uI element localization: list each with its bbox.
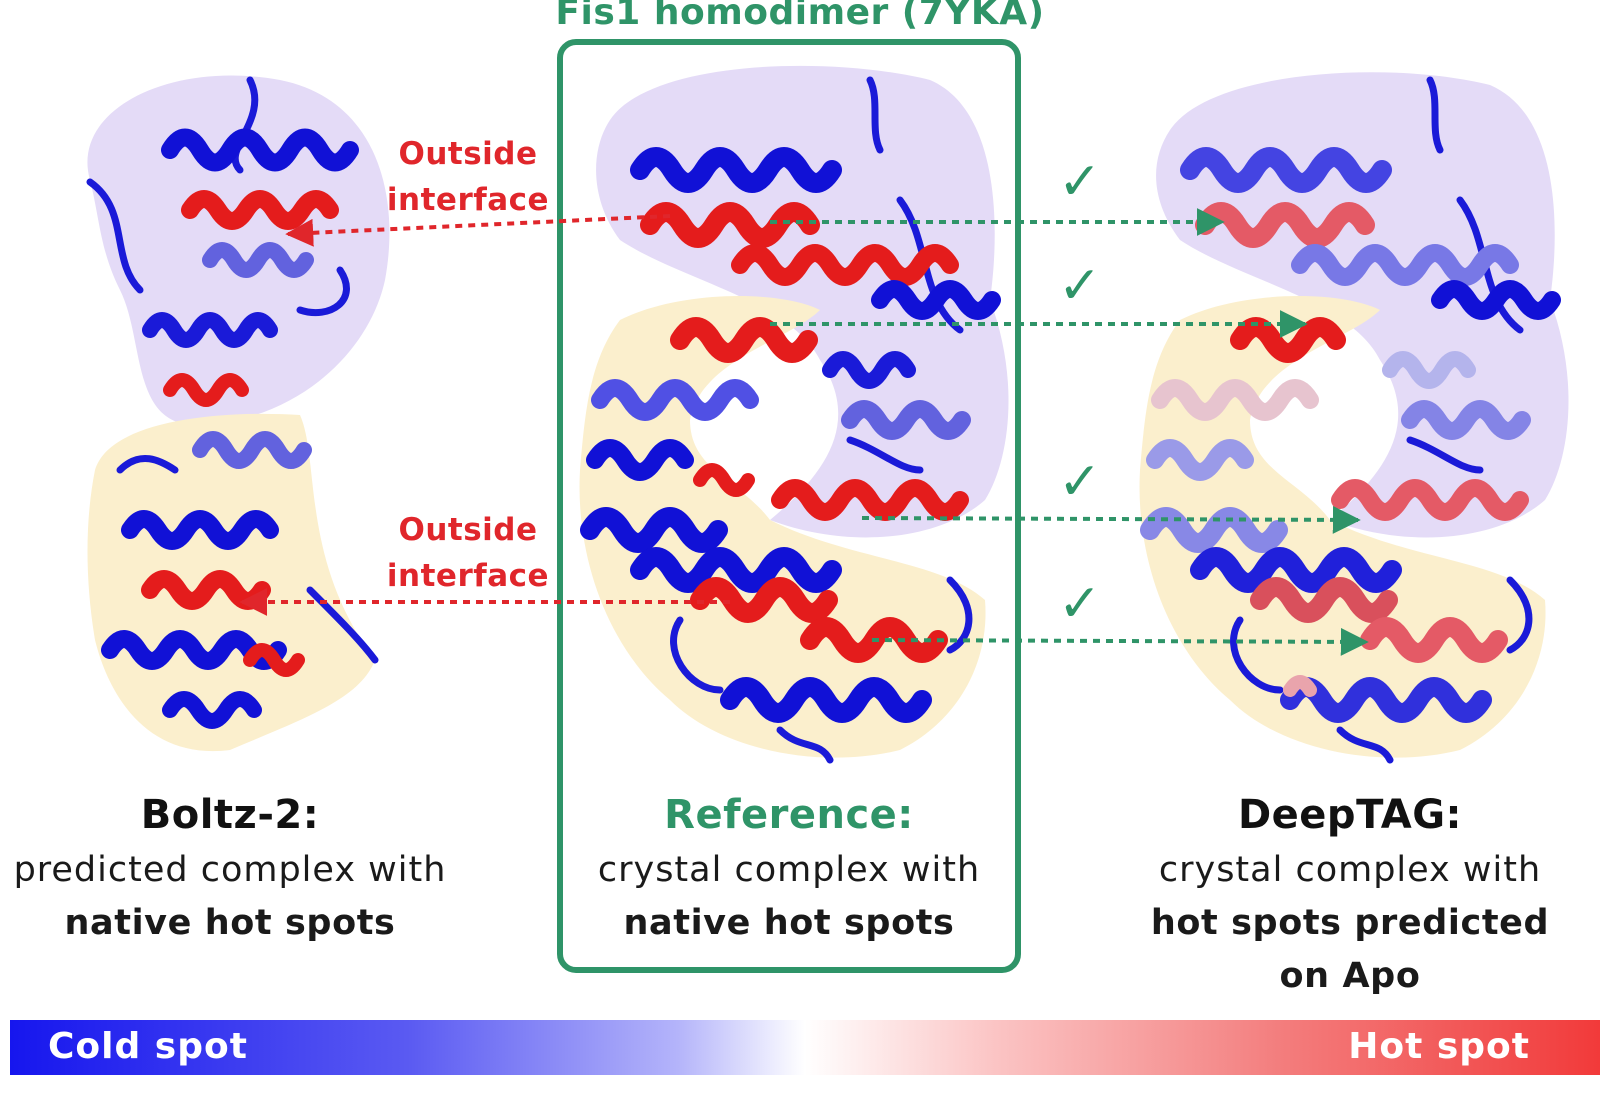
deeptag-chain-b-helix-3 [1146, 439, 1254, 481]
boltz-chain-a-helix-3 [202, 242, 314, 278]
outside-interface-top-line2: interface [386, 182, 550, 218]
reference-structure [579, 65, 1009, 764]
cold-spot-label: Cold spot [48, 1026, 248, 1067]
deeptag-chain-b-helix-7 [1360, 617, 1508, 663]
reference-bold-line: native hot spots [623, 903, 955, 943]
deeptag-chain-b-helix-4 [1140, 507, 1288, 553]
outside-interface-bottom-line2: interface [386, 558, 550, 594]
deeptag-chain-a-helix-4 [1431, 280, 1561, 320]
deeptag-bold-line-1: hot spots predicted [1150, 903, 1550, 943]
deeptag-chain-b-helix-1 [1230, 317, 1346, 363]
reference-chain-a-helix-2 [640, 202, 820, 248]
boltz-chain-b-helix-2 [121, 510, 279, 550]
deeptag-chain-b-helix-9 [1283, 675, 1317, 697]
reference-frame [557, 39, 1021, 973]
boltz-chain-a-helix-1 [161, 128, 359, 172]
deeptag-title: DeepTAG: [1237, 792, 1463, 838]
reference-chain-a-helix-4 [871, 280, 1001, 320]
reference-chain-a-helix-3 [731, 244, 959, 286]
boltz-subtitle: predicted complex with [13, 850, 447, 890]
green-arrow-4 [871, 627, 1369, 656]
boltz-chain-b-helix-6 [243, 643, 305, 677]
red-arrow-top [285, 214, 671, 247]
green-arrow-3 [861, 505, 1361, 534]
check-icon: ✓ [1058, 574, 1102, 634]
reference-chain-b-helix-6 [630, 547, 842, 593]
check-icon: ✓ [1058, 452, 1102, 512]
deeptag-chain-a-helix-6 [1401, 400, 1531, 440]
deeptag-chain-b-helix-8 [1280, 677, 1492, 723]
deeptag-structure [1139, 72, 1569, 764]
reference-chain-b-loop [670, 576, 973, 764]
check-icon: ✓ [1058, 152, 1102, 212]
boltz-structure [86, 75, 390, 752]
reference-chain-a-helix-5 [822, 351, 916, 389]
outside-interface-top-line1: Outside [398, 136, 538, 172]
deeptag-chain-a-helix-7 [1331, 479, 1529, 521]
outside-interface-bottom-line1: Outside [398, 512, 538, 548]
deeptag-chain-b-helix-6 [1250, 577, 1398, 623]
reference-chain-a-helix-6 [841, 400, 971, 440]
reference-subtitle: crystal complex with [597, 850, 981, 890]
deeptag-bold-line-2: on Apo [1279, 956, 1421, 996]
deeptag-chain-b-helix-5 [1190, 547, 1402, 593]
boltz-chain-a-surface [87, 75, 390, 426]
hot-spot-label: Hot spot [1348, 1026, 1530, 1067]
reference-chain-a-helix-1 [630, 147, 842, 193]
deeptag-chain-a-helix-2 [1195, 202, 1375, 248]
deeptag-subtitle: crystal complex with [1158, 850, 1542, 890]
reference-chain-b-helix-7 [690, 577, 838, 623]
deeptag-chain-a-helix-1 [1180, 147, 1392, 193]
boltz-chain-a-helix-2 [181, 190, 339, 230]
boltz-chain-a-helix-4 [142, 312, 278, 348]
reference-chain-a-helix-7 [771, 479, 969, 521]
boltz-chain-b-helix-1 [192, 431, 312, 469]
reference-chain-b-helix-2 [591, 379, 759, 421]
boltz-chain-a-helix-5 [163, 373, 249, 407]
boltz-chain-b-loop [116, 454, 379, 664]
reference-chain-b-helix-5 [580, 507, 728, 553]
figure-title: Fis1 homodimer (7YKA) [555, 0, 1045, 33]
deeptag-chain-b-helix-2 [1151, 379, 1319, 421]
reference-chain-b-helix-1 [670, 317, 818, 363]
deeptag-chain-a-helix-5 [1382, 351, 1476, 389]
deeptag-chain-a-helix-3 [1291, 244, 1519, 286]
reference-chain-b-helix-3 [586, 439, 694, 481]
reference-title: Reference: [664, 792, 914, 838]
boltz-bold-line: native hot spots [64, 903, 396, 943]
reference-chain-b-helix-9 [720, 677, 932, 723]
color-scale-bar [10, 1020, 1600, 1075]
deeptag-chain-b-loop [1230, 576, 1533, 764]
boltz-title: Boltz-2: [140, 792, 320, 838]
check-icon: ✓ [1058, 256, 1102, 316]
boltz-chain-b-helix-5 [162, 691, 262, 729]
reference-chain-b-helix-4 [693, 463, 755, 497]
